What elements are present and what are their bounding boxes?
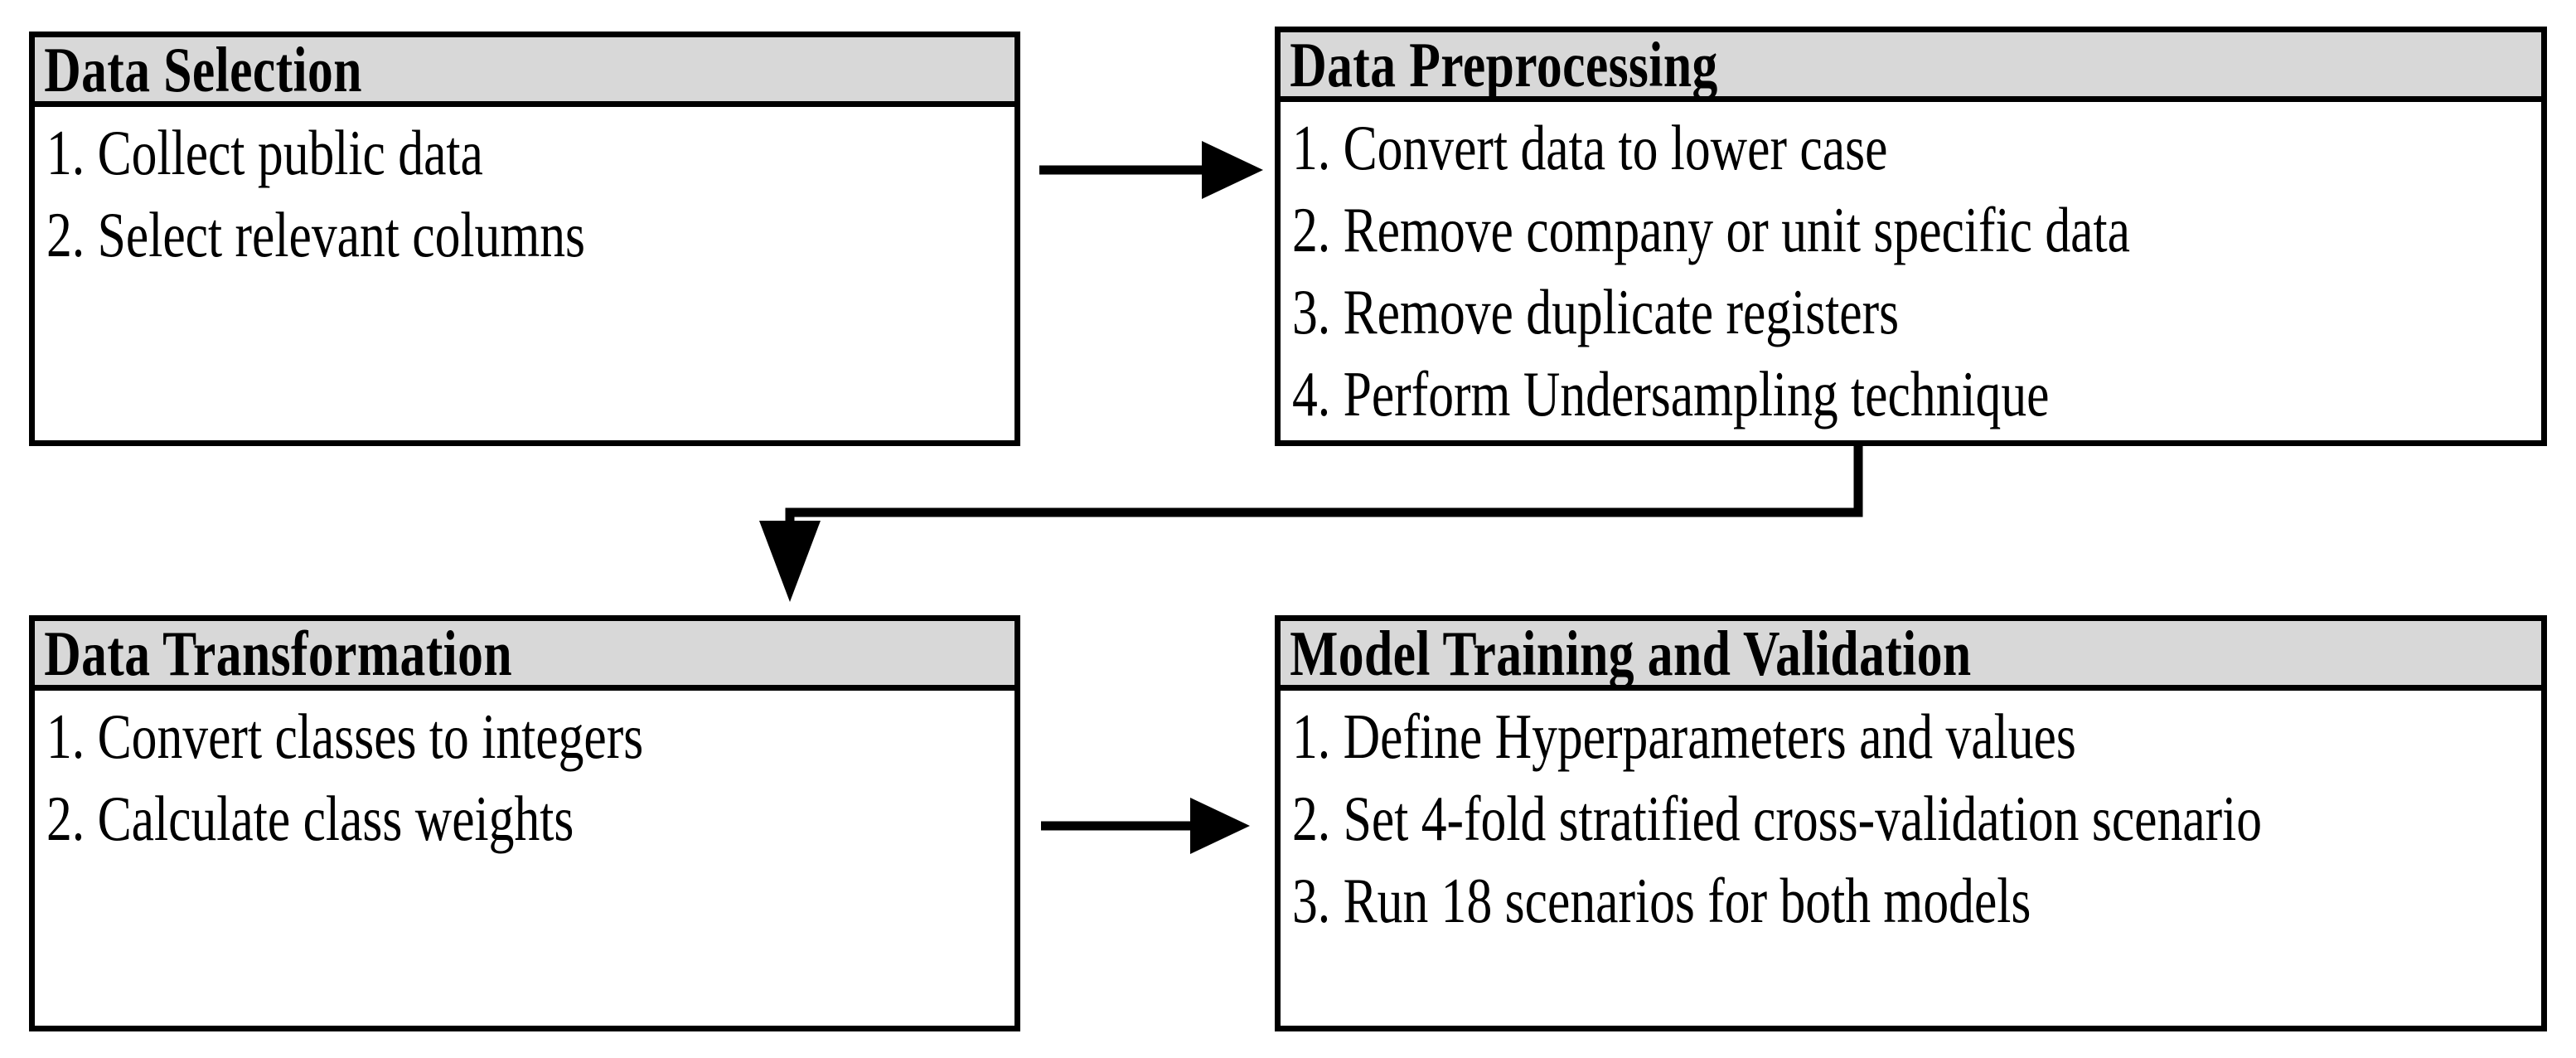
list-item: 2. Set 4-fold stratified cross-validatio…	[1292, 783, 2263, 854]
list-item: 2. Remove company or unit specific data	[1292, 194, 2130, 265]
list-item: 3. Run 18 scenarios for both models	[1292, 865, 2031, 936]
list-item: 2. Calculate class weights	[46, 783, 574, 854]
arrow-head	[1202, 141, 1263, 199]
list-item: 1. Convert classes to integers	[46, 701, 644, 772]
box-body-data-preprocessing: 1. Convert data to lower case 2. Remove …	[1281, 102, 2541, 435]
arrow-transformation-to-model-training	[1041, 798, 1250, 854]
box-title-data-transformation: Data Transformation	[44, 621, 513, 689]
box-header-data-transformation: Data Transformation	[35, 621, 1014, 691]
process-box-data-transformation[interactable]: Data Transformation 1. Convert classes t…	[29, 615, 1020, 1031]
box-body-data-transformation: 1. Convert classes to integers 2. Calcul…	[35, 691, 1014, 860]
arrow-preprocessing-to-transformation	[759, 446, 1863, 602]
list-item: 1. Define Hyperparameters and values	[1292, 701, 2076, 772]
list-item: 2. Select relevant columns	[46, 199, 586, 270]
process-box-data-selection[interactable]: Data Selection 1. Collect public data 2.…	[29, 32, 1020, 446]
arrow-elbow-shaft	[785, 446, 1863, 547]
process-box-data-preprocessing[interactable]: Data Preprocessing 1. Convert data to lo…	[1275, 27, 2547, 446]
box-header-data-preprocessing: Data Preprocessing	[1281, 32, 2541, 102]
box-title-model-training-and-validation: Model Training and Validation	[1290, 621, 1972, 689]
list-item: 1. Collect public data	[46, 117, 483, 188]
box-header-model-training-and-validation: Model Training and Validation	[1281, 621, 2541, 691]
list-item: 3. Remove duplicate registers	[1292, 276, 1900, 347]
arrow-head	[1190, 798, 1250, 854]
box-body-data-selection: 1. Collect public data 2. Select relevan…	[35, 107, 1014, 276]
list-item: 4. Perform Undersampling technique	[1292, 358, 2050, 430]
arrow-head	[759, 521, 821, 602]
box-body-model-training-and-validation: 1. Define Hyperparameters and values 2. …	[1281, 691, 2541, 942]
box-header-data-selection: Data Selection	[35, 37, 1014, 107]
list-item: 1. Convert data to lower case	[1292, 112, 1888, 183]
box-title-data-preprocessing: Data Preprocessing	[1290, 32, 1718, 100]
box-title-data-selection: Data Selection	[44, 37, 362, 105]
arrow-selection-to-preprocessing	[1039, 141, 1263, 199]
process-box-model-training-and-validation[interactable]: Model Training and Validation 1. Define …	[1275, 615, 2547, 1031]
